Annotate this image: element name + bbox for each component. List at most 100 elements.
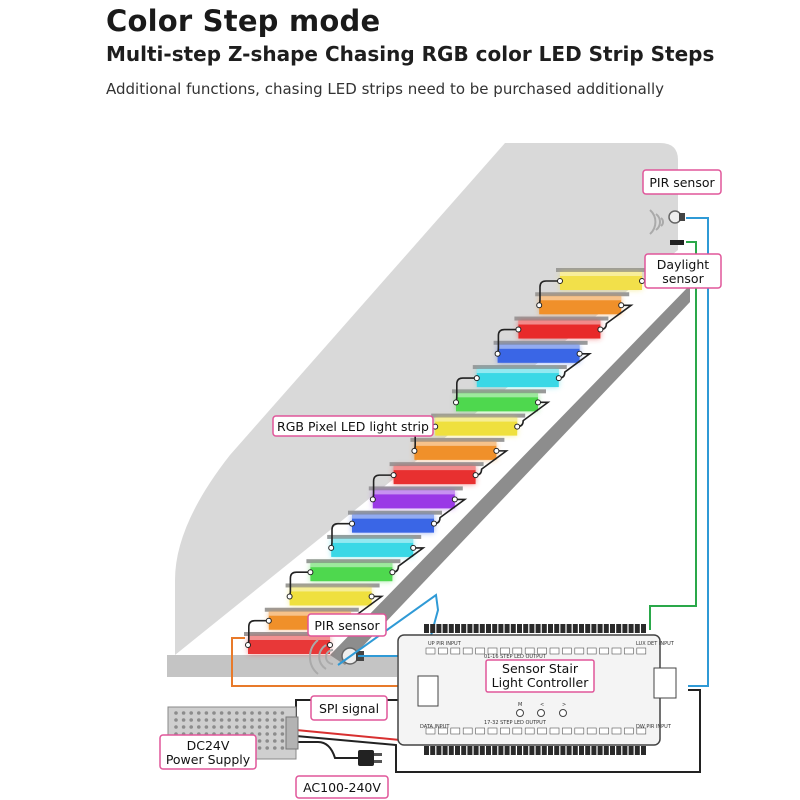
connector-dot [535, 399, 541, 406]
led-strip-highlight [331, 538, 414, 543]
terminal-slot [537, 647, 547, 655]
terminal-pin [597, 624, 603, 633]
dw-pir-label: DW PIR INPUT [636, 724, 672, 730]
data-input-label: DATA INPUT [420, 724, 450, 730]
bottom-output-terminals [424, 727, 647, 755]
terminal-slot [574, 727, 585, 735]
vent-hole [235, 725, 239, 729]
callout-pir-top: PIR sensor [642, 169, 722, 195]
vent-hole [212, 711, 216, 715]
terminal-pin [554, 746, 560, 755]
connector-dot [307, 569, 314, 576]
m-button[interactable] [516, 709, 524, 717]
vent-hole [273, 711, 277, 715]
terminal-pin [479, 624, 485, 633]
terminal-pin [554, 624, 560, 633]
vent-hole [227, 718, 231, 722]
terminal-pin [448, 746, 454, 755]
connector-dot [473, 375, 480, 382]
terminal-pin [455, 624, 460, 633]
step-tread [348, 510, 442, 515]
pir-top-label: PIR sensor [649, 175, 715, 190]
callout-rgb-strip: RGB Pixel LED light strip [272, 415, 434, 437]
terminal-pin [510, 624, 516, 633]
vent-hole [280, 732, 285, 736]
vent-hole [250, 718, 254, 722]
led-strip [248, 636, 330, 654]
up-pir-label: UP PIR INPUT [428, 641, 462, 647]
terminal-slot [500, 647, 510, 655]
terminal-slot [450, 727, 461, 735]
terminal-pin [430, 624, 436, 633]
vent-hole [257, 711, 262, 715]
callout-daylight: Daylight sensor [644, 253, 722, 289]
vent-hole [204, 711, 209, 715]
terminal-pin [603, 624, 609, 633]
connector-dot [576, 350, 583, 357]
led-strip [476, 369, 559, 388]
vent-hole [174, 725, 178, 729]
terminal-pin [529, 746, 535, 755]
vent-hole [280, 711, 285, 715]
vent-hole [265, 732, 270, 736]
vent-hole [265, 711, 270, 715]
terminal-pin [461, 746, 467, 755]
vent-hole [257, 718, 262, 722]
prev-button[interactable] [537, 709, 545, 717]
step-tread [493, 340, 588, 345]
terminal-slot [549, 727, 560, 735]
terminal-pin [430, 746, 436, 755]
led-strip [289, 587, 372, 606]
wire-connectors [245, 278, 645, 648]
stair-wall [175, 143, 678, 655]
terminal-slot [586, 727, 597, 735]
connector-dot [618, 302, 625, 309]
led-strip-highlight [248, 636, 330, 640]
led-strip [539, 296, 622, 315]
page-title: Color Step mode [106, 4, 381, 38]
terminal-slot [537, 727, 547, 735]
connector-dot [597, 326, 604, 333]
terminal-pin [591, 746, 597, 755]
connector-dot [368, 593, 375, 600]
vent-hole [235, 711, 239, 715]
vent-hole [280, 725, 285, 729]
vent-hole [219, 711, 224, 715]
terminal-slot [599, 647, 609, 655]
vent-hole [242, 711, 247, 715]
terminal-pin [517, 746, 522, 755]
bottom-output-label: 17-32 STEP LED OUTPUT [484, 720, 547, 726]
connector-dot [472, 472, 479, 479]
led-strip-highlight [476, 369, 559, 374]
terminal-pin [504, 624, 510, 633]
led-strip-highlight [352, 514, 434, 519]
vent-hole [219, 725, 224, 729]
terminal-slot [500, 727, 510, 735]
connector-dot [286, 593, 293, 600]
terminal-slot [462, 727, 473, 735]
terminal-pin [467, 746, 473, 755]
vent-hole [265, 739, 270, 743]
connector-dot [265, 617, 272, 624]
pir-bottom-label: PIR sensor [314, 618, 380, 633]
connector-dot [514, 423, 521, 430]
led-strip-highlight [456, 393, 538, 398]
terminal-pin [585, 624, 591, 633]
terminal-pin [473, 624, 479, 633]
rgb-strip-label: RGB Pixel LED light strip [277, 419, 429, 434]
terminal-slot [475, 647, 485, 655]
lux-det-label: LUX DET INPUT [636, 641, 675, 647]
terminal-pin [436, 746, 442, 755]
step-tread [472, 365, 567, 370]
vent-hole [174, 711, 178, 715]
terminal-pin [616, 624, 622, 633]
terminal-pin [603, 746, 609, 755]
vent-hole [197, 711, 201, 715]
vent-hole [273, 725, 277, 729]
next-button[interactable] [559, 709, 567, 717]
led-strip [352, 514, 434, 533]
terminal-pin [579, 746, 584, 755]
vent-hole [265, 718, 270, 722]
led-strip [518, 320, 601, 339]
